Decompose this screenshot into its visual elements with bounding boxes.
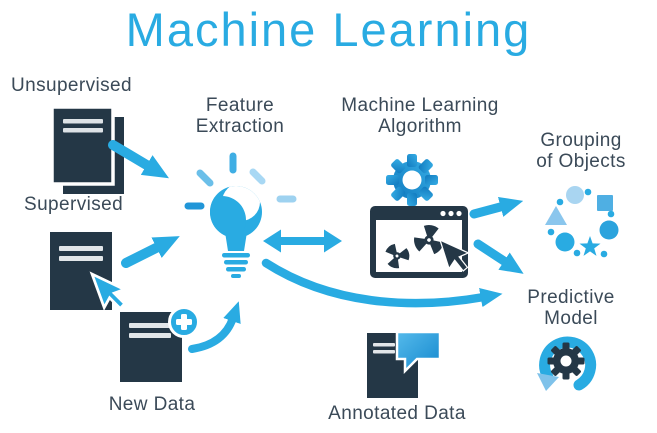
unsupervised-label: Unsupervised [11,75,132,96]
arrow-algorithm-to-grouping [469,196,524,219]
dot-shape [607,210,615,218]
dot-shape [556,198,564,206]
pointer-icon [438,238,470,272]
circle-shape [566,186,584,204]
predictive-model-label: Predictive Model [527,287,615,329]
object-cluster-icon [540,183,640,265]
arrow-supervised-to-feature [121,236,180,268]
square-shape [597,195,613,211]
window-dot [456,210,462,217]
star-shape [579,236,601,256]
cycle-arrowhead [537,373,559,391]
gear-icon [547,342,585,380]
page-title: Machine Learning [125,3,532,56]
arrow-unsupervised-to-feature [108,140,169,179]
ml-algorithm-label: Machine Learning Algorithm [341,95,499,137]
arrow-newdata-to-feature [188,301,241,353]
circle-shape [555,232,575,252]
cycle-arrow-icon [539,336,597,391]
lightbulb-icon [184,150,297,282]
document-plus-icon [116,294,208,390]
feature-extraction-label: Feature Extraction [195,95,285,137]
model-cycle-icon [528,328,612,406]
bulb-base [231,274,241,278]
ray-northwest [196,169,214,187]
cursor-icon [89,271,128,311]
bulb-neck [225,232,247,251]
arrow-feature-to-predictive [261,258,503,308]
ray-northeast [249,168,266,185]
triangle-shape [545,206,567,225]
dot-shape [547,228,555,236]
supervised-label: Supervised [24,194,124,215]
dot-shape [584,188,592,196]
dot-shape [600,250,608,258]
gear-icon [386,154,438,206]
grouping-label: Grouping of Objects [536,130,626,172]
annotated-data-label: Annotated Data [328,403,466,424]
window-dot [440,210,446,217]
speech-bubble-icon [395,330,442,375]
dot-shape [573,249,581,257]
new-data-label: New Data [108,394,196,415]
algorithm-window-icon [366,148,472,285]
circle-shape [599,220,619,240]
arrow-feature-algorithm-bidirectional [263,229,342,253]
document-comment-icon [363,329,445,401]
arrow-algorithm-to-predictive [473,239,524,274]
window-dot [448,210,454,217]
document-cursor-icon [48,230,148,318]
documents-stack-icon [50,105,128,198]
